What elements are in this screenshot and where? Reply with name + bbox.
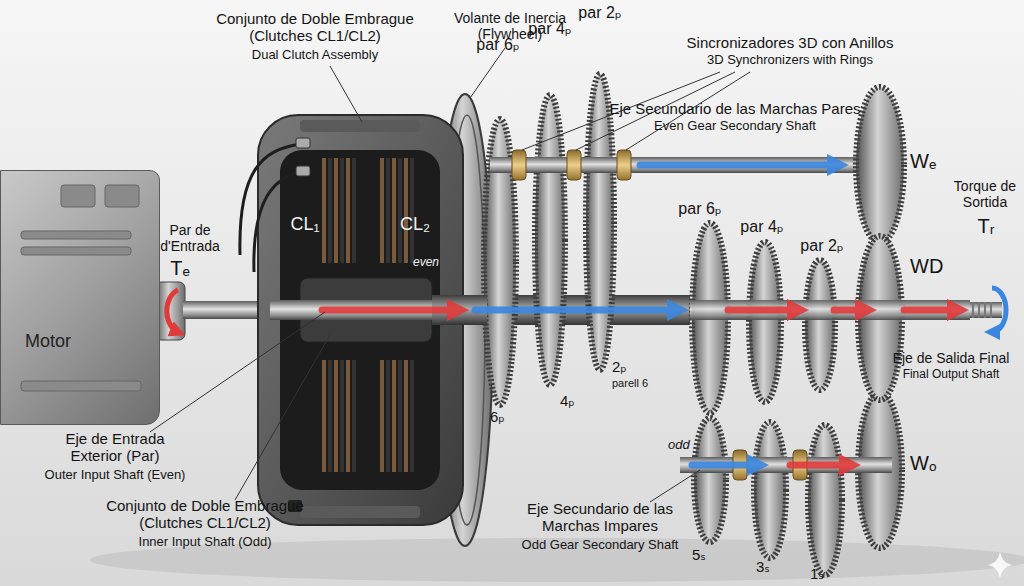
callout-label: even: [404, 256, 448, 270]
callout-label: Tᵣ: [966, 215, 1006, 238]
engine-rib: [61, 185, 95, 207]
callout-label: Eje de Entrada Exterior (Par): [45, 430, 185, 465]
callout-label: Eje Secundario de las Marchas Impares: [500, 500, 700, 535]
engine-rib: [21, 231, 131, 239]
callout-label: odd: [668, 438, 708, 453]
callout-label: Odd Gear Secondary Shaft: [490, 538, 710, 553]
callout-label: 3ₛ: [756, 558, 786, 575]
callout-label: Conjunto de Doble Embrague (Clutches CL1…: [205, 10, 425, 45]
callout-label: parell 6: [612, 377, 672, 390]
engine-rib: [21, 381, 141, 391]
callout-label: par 6ₚ: [466, 36, 530, 54]
callout-label: 1ₛ: [810, 565, 840, 582]
callout-label: CL₂: [392, 214, 438, 235]
callout-label: 3D Synchronizers with Rings: [640, 53, 940, 68]
callout-label: 4ₚ: [560, 392, 590, 409]
callout-label: Outer Input Shaft (Even): [30, 468, 200, 483]
callout-label: Sincronizadores 3D con Anillos: [640, 34, 940, 51]
callout-label: Par de d'Entrada: [150, 222, 230, 254]
callout-label: Inner Input Shaft (Odd): [90, 535, 320, 550]
callout-label: Even Gear Secondary Shaft: [585, 119, 885, 134]
callout-label: WD: [910, 255, 960, 278]
callout-label: Torque de Sortida: [946, 178, 1024, 210]
callout-label: Wₑ: [910, 150, 960, 173]
engine-rib: [21, 247, 131, 255]
callout-label: par 6ₚ: [668, 200, 732, 218]
callout-label: par 4ₚ: [730, 218, 794, 236]
callout-label: par 4ₚ: [518, 20, 582, 38]
engine-block: Motor: [0, 170, 160, 425]
callout-label: CL₁: [282, 214, 328, 235]
callout-label: par 2ₚ: [790, 237, 854, 255]
callout-label: Tₑ: [160, 257, 200, 280]
callout-label: 2ₚ: [612, 358, 642, 375]
callout-label: Eje Secundario de las Marchas Pares: [585, 100, 885, 117]
callout-label: Final Output Shaft: [878, 368, 1024, 382]
callout-label: par 2ₚ: [568, 4, 632, 22]
callout-label: Conjunto de Doble Embrague (Clutches CL1…: [90, 497, 320, 532]
callout-label: Wₒ: [910, 452, 960, 475]
engine-ribs: [1, 171, 161, 426]
callout-label: Dual Clutch Assembly: [205, 48, 425, 63]
engine-label: Motor: [25, 331, 71, 352]
callout-label: 6ₚ: [490, 408, 520, 425]
callout-label: 5ₛ: [692, 546, 722, 563]
engine-rib: [105, 185, 139, 207]
callout-label: Eje de Salida Final: [878, 350, 1024, 366]
